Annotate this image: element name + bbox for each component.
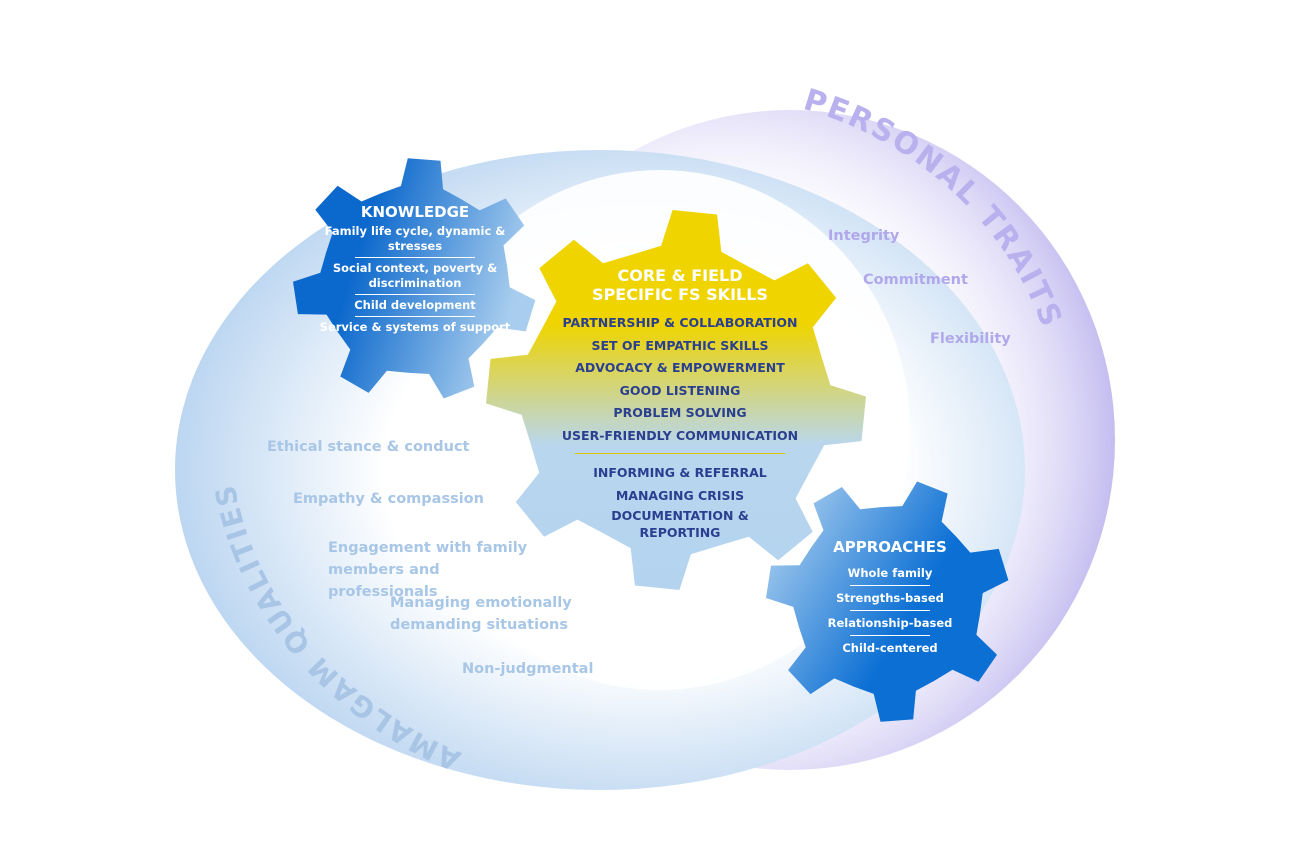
core-skill: PROBLEM SOLVING <box>613 405 747 420</box>
approach-item: Relationship-based <box>827 616 953 630</box>
approaches-gear <box>766 481 1009 722</box>
field-skill: INFORMING & REFERRAL <box>593 465 767 480</box>
approach-item: Child-centered <box>842 641 938 655</box>
knowledge-item: Child development <box>354 298 476 312</box>
amalgam-item: Managing emotionally demanding situation… <box>390 595 572 633</box>
knowledge-panel: KNOWLEDGE Family life cycle, dynamic & s… <box>315 205 515 335</box>
approach-item: Strengths-based <box>836 591 944 605</box>
field-skill: DOCUMENTATION & REPORTING <box>611 508 749 540</box>
core-title-1: CORE & FIELD <box>617 266 743 285</box>
amalgam-item: Ethical stance & conduct <box>267 439 470 455</box>
trait-item: Commitment <box>863 272 968 288</box>
core-skill: ADVOCACY & EMPOWERMENT <box>575 360 785 375</box>
knowledge-item: Social context, poverty & discrimination <box>332 261 498 290</box>
field-skill: MANAGING CRISIS <box>615 487 745 503</box>
amalgam-item: Engagement with family members and profe… <box>328 540 528 600</box>
trait-item: Integrity <box>828 228 900 244</box>
amalgam-item: Empathy & compassion <box>293 491 484 507</box>
knowledge-gear <box>293 158 536 399</box>
core-skill: SET OF EMPATHIC SKILLS <box>591 337 769 353</box>
core-skill: USER-FRIENDLY COMMUNICATION <box>561 427 799 443</box>
core-skill: PARTNERSHIP & COLLABORATION <box>562 315 798 330</box>
core-title-2: SPECIFIC FS SKILLS <box>592 285 768 304</box>
amalgam-item: Non-judgmental <box>462 661 594 677</box>
knowledge-item: Service & systems of support <box>319 320 511 334</box>
trait-item: Flexibility <box>930 331 1011 347</box>
knowledge-title: KNOWLEDGE <box>360 203 470 221</box>
approaches-panel: APPROACHES Whole family Strengths-based … <box>800 538 980 657</box>
approach-item: Whole family <box>847 566 933 580</box>
core-skill: GOOD LISTENING <box>619 382 741 398</box>
core-gear <box>486 210 866 590</box>
approaches-title: APPROACHES <box>833 538 947 556</box>
knowledge-item: Family life cycle, dynamic & stresses <box>324 224 506 253</box>
